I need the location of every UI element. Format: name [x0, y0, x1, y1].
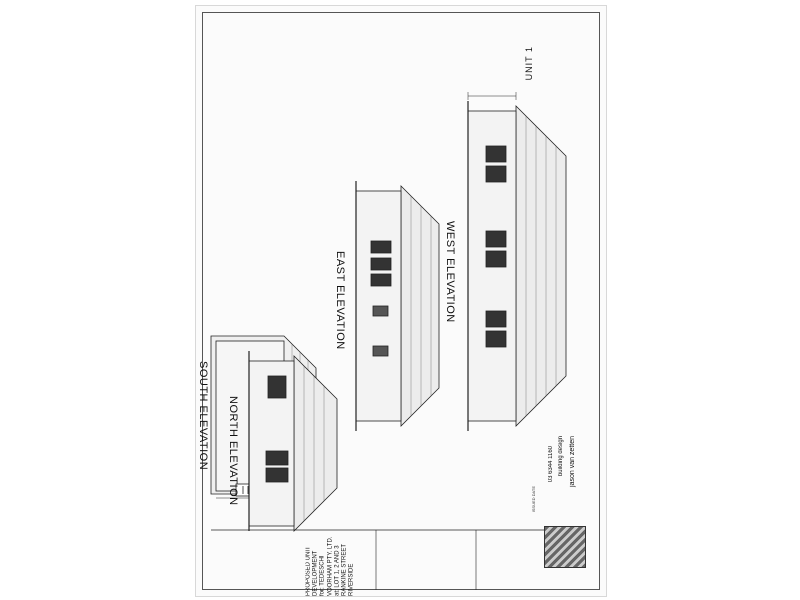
west-elevation-title: WEST ELEVATION [444, 221, 456, 323]
project-line-3: at: LOT 1, 2 AND 3 RANKINE STREET [334, 543, 348, 596]
designer-phone: 03 6344 1160 [548, 446, 554, 483]
south-elevation-title: SOUTH ELEVATION [197, 361, 209, 471]
project-line-1: PROPOSED UNIT DEVELOPMENT [305, 546, 319, 596]
east-elevation-drawing [355, 181, 440, 431]
project-description: PROPOSED UNIT DEVELOPMENT for: TEDESCHI … [306, 536, 356, 596]
west-elevation-drawing [467, 92, 567, 431]
unit-label: UNIT 1 [524, 46, 534, 81]
east-elevation-title: EAST ELEVATION [334, 251, 346, 350]
designer-name: jason van zetten [569, 436, 576, 487]
designer-logo [544, 526, 586, 568]
north-elevation-title: NORTH ELEVATION [227, 396, 239, 506]
drawing-sheet: WEST ELEVATION EAST ELEVATION SOUTH ELEV… [195, 5, 607, 597]
project-line-2: for: TEDESCHI VOORHAM PTY. LTD. [319, 536, 334, 596]
drawing-canvas: WEST ELEVATION EAST ELEVATION SOUTH ELEV… [196, 6, 606, 596]
issued-date-label: ISSUED DATE [531, 486, 536, 513]
project-line-4: RIVERSIDE [348, 563, 355, 596]
north-elevation-drawing [248, 351, 338, 532]
elevation-drawings [210, 92, 586, 590]
designer-business: building design [558, 436, 564, 477]
